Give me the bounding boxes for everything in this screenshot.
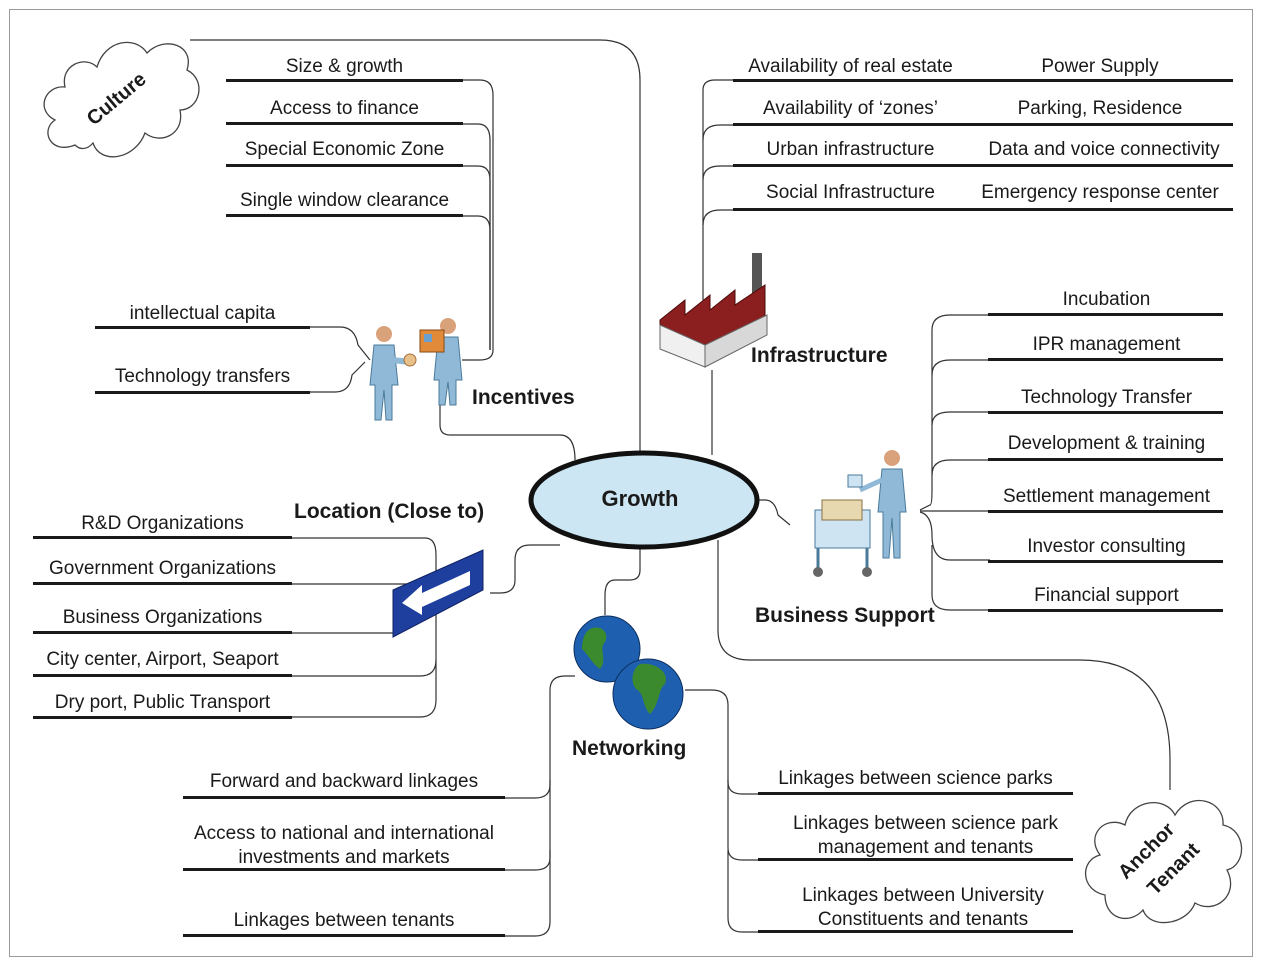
underline <box>33 674 292 677</box>
underline <box>733 123 1233 126</box>
location-item: Business Organizations <box>62 607 263 628</box>
underline <box>33 536 292 539</box>
growth-center-label: Growth <box>601 486 679 511</box>
underline <box>95 326 310 329</box>
networking-item: Forward and backward linkages <box>209 771 479 792</box>
underline <box>758 792 1073 795</box>
underline <box>183 868 505 871</box>
underline <box>988 358 1223 361</box>
growth-ellipse-shape <box>528 450 760 550</box>
business-support-item: Technology Transfer <box>1020 387 1193 408</box>
business-support-item: Development & training <box>1007 433 1206 454</box>
underline <box>183 796 505 799</box>
underline <box>33 631 292 634</box>
underline <box>733 208 1233 211</box>
underline <box>226 79 463 82</box>
location-item: City center, Airport, Seaport <box>46 649 279 670</box>
globe-icon <box>573 615 684 730</box>
business-support-item: Investor consulting <box>1027 536 1186 557</box>
infrastructure-item: Power Supply <box>1041 56 1159 77</box>
underline <box>226 122 463 125</box>
business-support-item: Settlement management <box>1002 486 1210 507</box>
infrastructure-item: Social Infrastructure <box>766 182 935 203</box>
underline <box>733 164 1233 167</box>
underline <box>988 609 1223 612</box>
underline <box>988 458 1223 461</box>
incentive-subitem: intellectual capita <box>129 303 276 324</box>
infrastructure-item: Availability of real estate <box>748 56 953 77</box>
incentive-item: Size & growth <box>285 56 404 77</box>
location-item: R&D Organizations <box>81 513 244 534</box>
business-support-item: Incubation <box>1062 289 1151 310</box>
person-with-cart-icon <box>813 450 907 577</box>
incentive-item: Single window clearance <box>239 190 450 211</box>
networking-item: Linkages between science parks <box>778 768 1053 789</box>
left-arrow-sign-icon <box>392 549 484 638</box>
incentives-title: Incentives <box>472 386 575 409</box>
underline <box>95 391 310 394</box>
underline <box>988 411 1223 414</box>
incentive-item: Special Economic Zone <box>244 139 445 160</box>
culture-cloud-shape <box>43 41 200 158</box>
infrastructure-item: Emergency response center <box>981 182 1219 203</box>
underline <box>226 164 463 167</box>
networking-item: Access to national and international inv… <box>194 823 494 868</box>
underline <box>226 214 463 217</box>
incentive-subitem: Technology transfers <box>114 366 291 387</box>
infrastructure-item: Availability of ‘zones’ <box>763 98 938 119</box>
underline <box>733 79 1233 82</box>
diagram-frame <box>9 9 1253 957</box>
underline <box>988 313 1223 316</box>
anchor-tenant-cloud-shape <box>1084 799 1243 924</box>
networking-item: Linkages between tenants <box>233 910 455 931</box>
factory-icon <box>659 253 768 368</box>
incentive-item: Access to finance <box>270 98 419 119</box>
underline <box>988 560 1223 563</box>
underline <box>183 934 505 937</box>
infrastructure-item: Urban infrastructure <box>766 139 935 160</box>
business-support-title: Business Support <box>755 604 935 627</box>
underline <box>758 930 1073 933</box>
underline <box>33 716 292 719</box>
infrastructure-item: Data and voice connectivity <box>988 139 1220 160</box>
underline <box>988 510 1223 513</box>
location-item: Government Organizations <box>48 558 277 579</box>
business-support-item: IPR management <box>1032 334 1181 355</box>
underline <box>33 582 292 585</box>
infrastructure-title: Infrastructure <box>751 344 888 367</box>
networking-title: Networking <box>572 737 687 760</box>
underline <box>758 858 1073 861</box>
location-item: Dry port, Public Transport <box>54 692 271 713</box>
infrastructure-item: Parking, Residence <box>1017 98 1183 119</box>
networking-item: Linkages between science park management… <box>792 813 1059 858</box>
networking-item: Linkages between University Constituents… <box>802 885 1044 930</box>
two-people-handshake-icon <box>369 318 463 421</box>
location-title: Location (Close to) <box>294 500 485 523</box>
business-support-item: Financial support <box>1034 585 1179 606</box>
